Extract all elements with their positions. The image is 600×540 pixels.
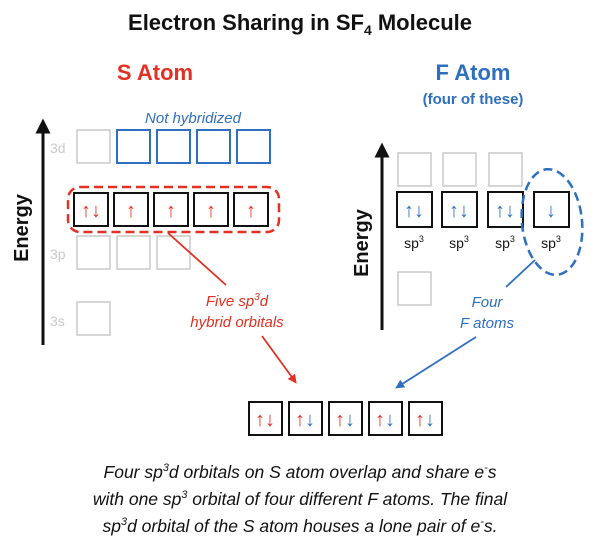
bond-orbital: ↑↓ xyxy=(368,401,403,436)
bond-up-electron: ↑ xyxy=(375,409,385,431)
bond-orbital: ↑↓ xyxy=(328,401,363,436)
f-empty-box xyxy=(397,152,432,187)
s-3d-unhybridized-box xyxy=(116,129,151,164)
bond-orbital: ↑↓ xyxy=(408,401,443,436)
s-3d-unhybridized-box xyxy=(196,129,231,164)
s-hybrid-electrons: ↑ xyxy=(166,200,176,222)
s-hybrid-orbital: ↑ xyxy=(233,192,269,227)
bond-orbital: ↑↓ xyxy=(248,401,283,436)
caption-line-1: Four sp3d orbitals on S atom overlap and… xyxy=(103,461,497,482)
svg-text:↑↓: ↑↓ xyxy=(295,409,315,431)
f-orbital-electrons: ↑↓ xyxy=(495,200,515,222)
s-callout-leader xyxy=(167,232,227,286)
svg-text:↑↓: ↑↓ xyxy=(415,409,435,431)
s-hybrid-electrons: ↑ xyxy=(126,200,136,222)
bond-down-electron: ↓ xyxy=(425,409,435,431)
s-energy-label: Energy xyxy=(11,193,33,262)
s-3p-empty-box xyxy=(116,235,151,270)
svg-text:↑↓: ↑↓ xyxy=(335,409,355,431)
f-atom-subheading: (four of these) xyxy=(423,91,524,108)
svg-text:↑↓: ↑↓ xyxy=(375,409,395,431)
s-3s-empty-box xyxy=(76,301,111,336)
not-hybridized-note: Not hybridized xyxy=(145,110,242,127)
s-callout-text-line2: hybrid orbitals xyxy=(190,314,284,331)
s-3d-empty-box xyxy=(76,129,111,164)
f-orbital-label: sp3 xyxy=(404,234,424,251)
f-orbital-electrons: ↓ xyxy=(546,200,556,222)
level-label-3s: 3s xyxy=(50,313,65,329)
level-label-3p: 3p xyxy=(50,246,66,262)
bond-down-electron: ↓ xyxy=(265,409,275,431)
f-orbital-electrons: ↑↓ xyxy=(404,200,424,222)
f-atom-heading: F Atom xyxy=(436,60,511,85)
f-orbital-label: sp3 xyxy=(449,234,469,251)
level-label-3d: 3d xyxy=(50,140,66,156)
bond-orbital: ↑↓ xyxy=(288,401,323,436)
f-empty-box xyxy=(442,152,477,187)
bond-down-electron: ↓ xyxy=(385,409,395,431)
f-empty-box xyxy=(488,152,523,187)
s-to-bond-arrow xyxy=(261,335,297,384)
bond-up-electron: ↑ xyxy=(415,409,425,431)
f-orbital-label: sp3 xyxy=(495,234,515,251)
s-hybrid-electrons: ↑ xyxy=(206,200,216,222)
f-sp3-orbital: ↓ sp3 xyxy=(533,191,570,251)
f-orbital-label: sp3 xyxy=(541,234,561,251)
s-3p-empty-box xyxy=(76,235,111,270)
f-to-bond-arrow xyxy=(395,336,477,389)
s-hybrid-electrons: ↑↓ xyxy=(81,200,101,222)
caption: Four sp3d orbitals on S atom overlap and… xyxy=(0,457,600,537)
s-hybrid-orbital: ↑ xyxy=(153,192,189,227)
bond-up-electron: ↑ xyxy=(295,409,305,431)
page-title: Electron Sharing in SF4 Molecule xyxy=(128,10,472,38)
f-energy-label: Energy xyxy=(351,208,373,277)
bond-up-electron: ↑ xyxy=(255,409,265,431)
f-orbital-electrons: ↑↓ xyxy=(449,200,469,222)
bond-up-electron: ↑ xyxy=(335,409,345,431)
f-sp3-orbital: ↑↓ sp3 xyxy=(441,191,478,251)
caption-line-3: sp3d orbital of the S atom houses a lone… xyxy=(102,515,498,536)
f-callout-leader xyxy=(505,259,536,288)
s-hybrid-group-outline xyxy=(66,185,281,234)
s-callout-text: Five sp3d xyxy=(206,292,269,310)
f-sp3-orbital: ↑↓ sp3 xyxy=(487,191,524,251)
f-callout-text-line2: F atoms xyxy=(460,315,514,332)
s-hybrid-electrons: ↑ xyxy=(246,200,256,222)
s-atom-heading: S Atom xyxy=(117,60,193,85)
bond-down-electron: ↓ xyxy=(345,409,355,431)
f-single-electron-outline xyxy=(520,167,584,277)
caption-line-2: with one sp3 orbital of four different F… xyxy=(92,488,508,509)
f-callout-text: Four xyxy=(472,294,504,311)
s-3p-empty-box xyxy=(156,235,191,270)
f-sp3-orbital: ↑↓ sp3 xyxy=(396,191,433,251)
bond-down-electron: ↓ xyxy=(305,409,315,431)
f-empty-box xyxy=(397,271,432,306)
s-hybrid-orbital: ↑ xyxy=(113,192,149,227)
s-3d-unhybridized-box xyxy=(236,129,271,164)
s-hybrid-orbital: ↑ xyxy=(193,192,229,227)
svg-text:↑↓: ↑↓ xyxy=(255,409,275,431)
s-3d-unhybridized-box xyxy=(156,129,191,164)
s-hybrid-orbital: ↑↓ xyxy=(73,192,109,227)
